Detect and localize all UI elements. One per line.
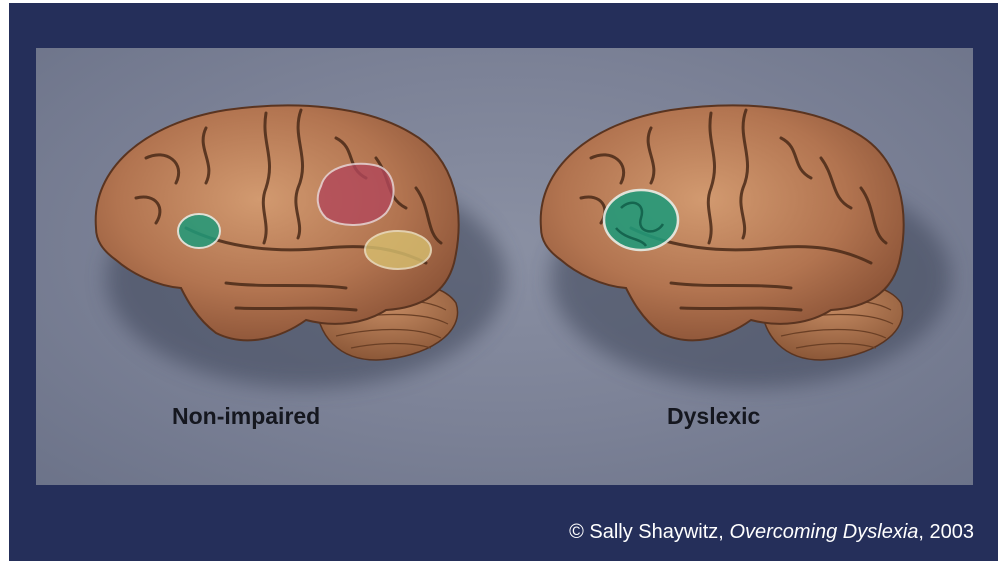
caption-author: Sally Shaywitz, [589, 521, 724, 543]
highlight-yellow-left [365, 231, 431, 269]
label-non-impaired: Non-impaired [172, 403, 320, 430]
brain-left [96, 105, 506, 388]
copyright-symbol: © [569, 521, 584, 543]
copyright-caption: © Sally Shaywitz, Overcoming Dyslexia, 2… [569, 521, 974, 544]
brain-comparison-panel: Non-impaired Dyslexic [36, 48, 973, 485]
caption-book-title: Overcoming Dyslexia [729, 521, 918, 543]
brain-right [541, 105, 951, 388]
highlight-red-left [318, 164, 394, 225]
caption-year: , 2003 [918, 521, 974, 543]
label-dyslexic: Dyslexic [667, 403, 760, 430]
highlight-green-left [178, 214, 220, 248]
navy-frame: Non-impaired Dyslexic [9, 3, 998, 561]
